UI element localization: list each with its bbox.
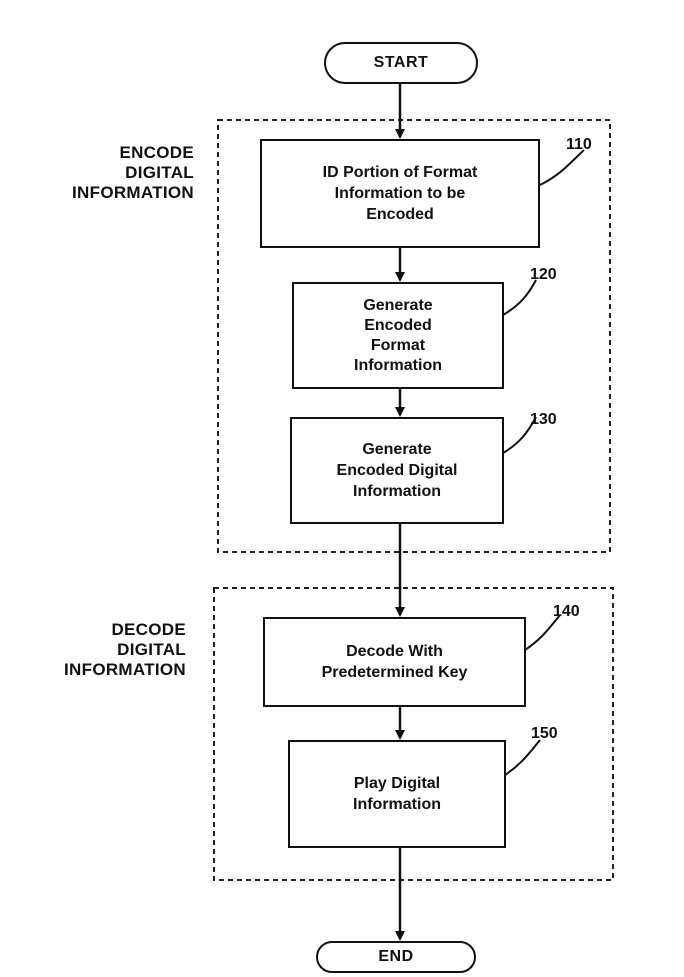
start-terminal: START [324,42,478,84]
step-120-box: Generate Encoded Format Information [292,282,504,389]
step-130-ref: 130 [530,411,557,428]
decode-group-frame [213,587,614,881]
step-140-ref: 140 [553,603,580,620]
leader-150 [504,739,541,776]
step-130-box: Generate Encoded Digital Information [290,417,504,524]
decode-group-label: DECODE DIGITAL INFORMATION [64,620,186,679]
leader-110 [539,149,585,186]
step-140-box: Decode With Predetermined Key [263,617,526,707]
start-label: START [373,54,429,71]
step-110-ref: 110 [566,136,592,153]
encode-group-label: ENCODE DIGITAL INFORMATION [72,143,194,202]
encode-group-frame [217,119,611,553]
leader-140 [524,614,561,651]
step-120-ref: 120 [530,266,557,283]
leader-130 [502,416,537,454]
step-110-box: ID Portion of Format Information to be E… [260,139,540,248]
step-150-ref: 150 [531,725,558,742]
end-label: END [378,948,414,965]
step-150-box: Play Digital Information [288,740,506,848]
leader-120 [502,279,537,316]
end-terminal: END [316,941,476,973]
